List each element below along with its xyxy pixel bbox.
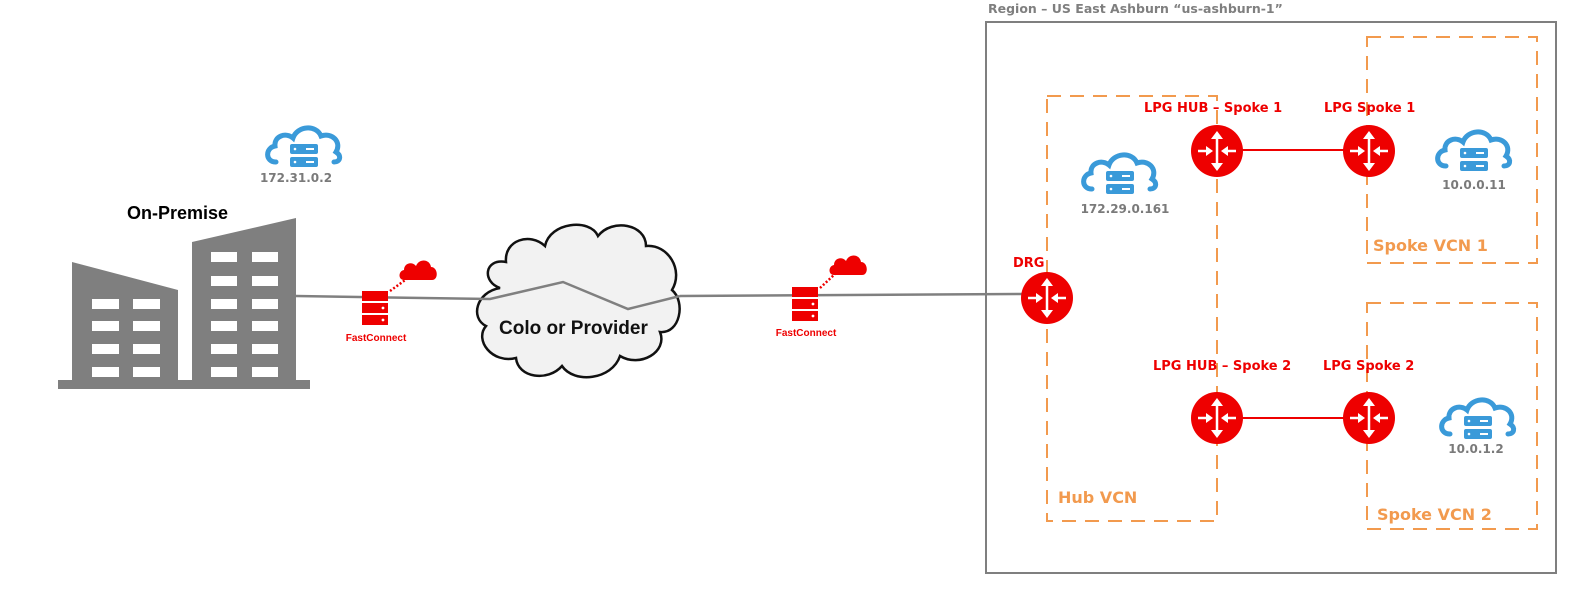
region-box xyxy=(985,21,1557,574)
lpg-hub-spoke1-label: LPG HUB – Spoke 1 xyxy=(1144,101,1283,116)
lpg-hub-spoke1-router-icon xyxy=(1190,124,1244,178)
region-title: Region – US East Ashburn “us-ashburn-1” xyxy=(988,1,1283,16)
fastconnect-label: FastConnect xyxy=(345,333,407,344)
oracle-cloud-icon xyxy=(829,255,867,275)
colo-provider-label: Colo or Provider xyxy=(499,318,648,339)
on-premise-label: On-Premise xyxy=(127,203,229,223)
hub-host-ip: 172.29.0.161 xyxy=(1080,202,1170,216)
lpg-spoke1-router-icon xyxy=(1342,124,1396,178)
lpg-spoke1-label: LPG Spoke 1 xyxy=(1324,101,1416,116)
spoke-vcn-2-label: Spoke VCN 2 xyxy=(1377,505,1492,524)
cloud-server-icon xyxy=(268,128,340,167)
lpg-spoke2-label: LPG Spoke 2 xyxy=(1323,359,1415,374)
cloud-server-icon xyxy=(1442,400,1514,439)
building-icon xyxy=(58,218,310,389)
lpg-hub-spoke2-router-icon xyxy=(1190,391,1244,445)
hub-vcn-label: Hub VCN xyxy=(1058,488,1138,507)
spoke-vcn-1-label: Spoke VCN 1 xyxy=(1373,236,1488,255)
lpg-spoke2-router-icon xyxy=(1342,391,1396,445)
lpg-hub-spoke2-label: LPG HUB – Spoke 2 xyxy=(1153,359,1292,374)
link-onprem-to-colo xyxy=(295,280,681,311)
fastconnect-server-icon xyxy=(792,287,818,321)
oracle-cloud-icon xyxy=(399,260,437,280)
cloud-server-icon xyxy=(1084,155,1156,194)
link-colo-to-drg xyxy=(679,292,1023,298)
cloud-server-icon xyxy=(1438,132,1510,171)
drg-router-icon xyxy=(1020,271,1074,325)
onprem-host-ip: 172.31.0.2 xyxy=(259,171,333,185)
fastconnect-server-icon xyxy=(362,291,388,325)
fastconnect-link-dots xyxy=(819,273,836,289)
colo-cloud-icon xyxy=(475,223,681,379)
fastconnect-label: FastConnect xyxy=(775,328,837,339)
drg-label: DRG xyxy=(1013,256,1045,271)
spoke1-host-ip: 10.0.0.11 xyxy=(1442,178,1506,192)
spoke2-host-ip: 10.0.1.2 xyxy=(1448,442,1504,456)
